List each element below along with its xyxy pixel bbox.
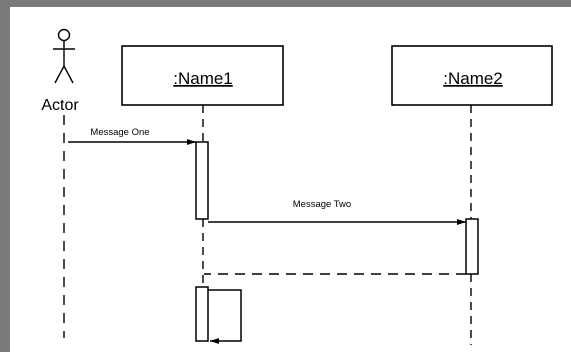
self-call-arrowhead xyxy=(210,338,219,344)
lifeline-1-box xyxy=(121,45,284,106)
frame-left-border xyxy=(0,0,10,352)
frame-top-border xyxy=(0,0,571,7)
activation-bar-2 xyxy=(465,218,479,275)
lifeline-2-label: :Name2 xyxy=(443,69,503,88)
message-1-arrowhead xyxy=(187,139,196,145)
actor-head xyxy=(57,28,71,42)
frame-inner-gap xyxy=(10,7,14,352)
actor-right-leg xyxy=(63,65,74,84)
message-2-arrowhead xyxy=(457,219,466,225)
activation-bar-3 xyxy=(195,286,209,342)
activation-bar-1 xyxy=(195,141,209,220)
lifeline-2-box xyxy=(391,45,553,106)
actor-label: Actor xyxy=(41,97,79,114)
actor-left-leg xyxy=(54,65,65,84)
lifeline-1-label: :Name1 xyxy=(173,69,233,88)
actor-figure xyxy=(53,28,75,84)
message-2-label: Message Two xyxy=(293,199,351,210)
message-1-label: Message One xyxy=(90,127,149,138)
self-call-line xyxy=(208,289,242,342)
